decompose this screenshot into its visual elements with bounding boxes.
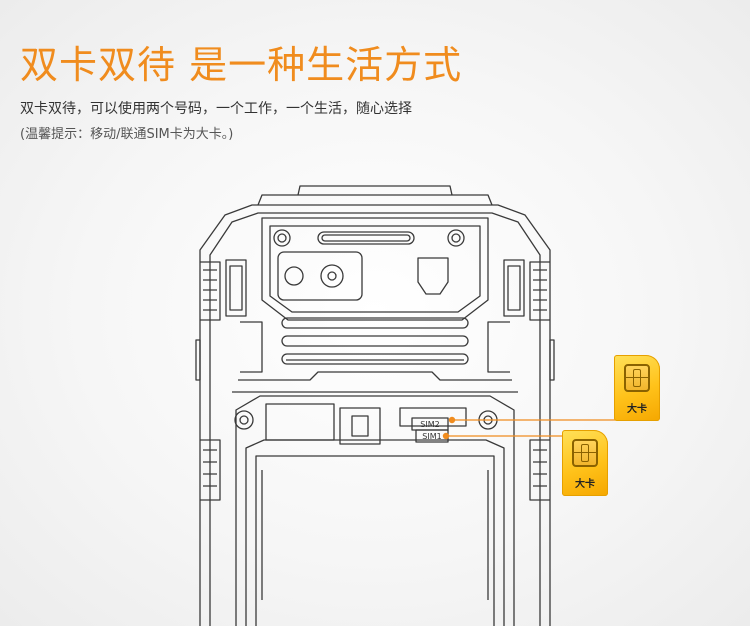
sim-card-2: 大卡 <box>562 430 608 496</box>
sim-card-label: 大卡 <box>627 404 647 415</box>
page-subtitle: 双卡双待，可以使用两个号码，一个工作，一个生活，随心选择 <box>20 101 412 117</box>
sim1-slot-label: SIM1 <box>422 432 441 441</box>
sim1-marker-dot <box>442 432 450 440</box>
sim-chip-icon <box>572 439 598 467</box>
sim2-marker-dot <box>448 416 456 424</box>
sim-card-1: 大卡 <box>614 355 660 421</box>
page-title: 双卡双待 是一种生活方式 <box>20 43 463 87</box>
sim-card-label: 大卡 <box>575 479 595 490</box>
tip-note: (温馨提示：移动/联通SIM卡为大卡。) <box>20 127 234 142</box>
sim2-slot-label: SIM2 <box>420 420 439 429</box>
sim-chip-icon <box>624 364 650 392</box>
